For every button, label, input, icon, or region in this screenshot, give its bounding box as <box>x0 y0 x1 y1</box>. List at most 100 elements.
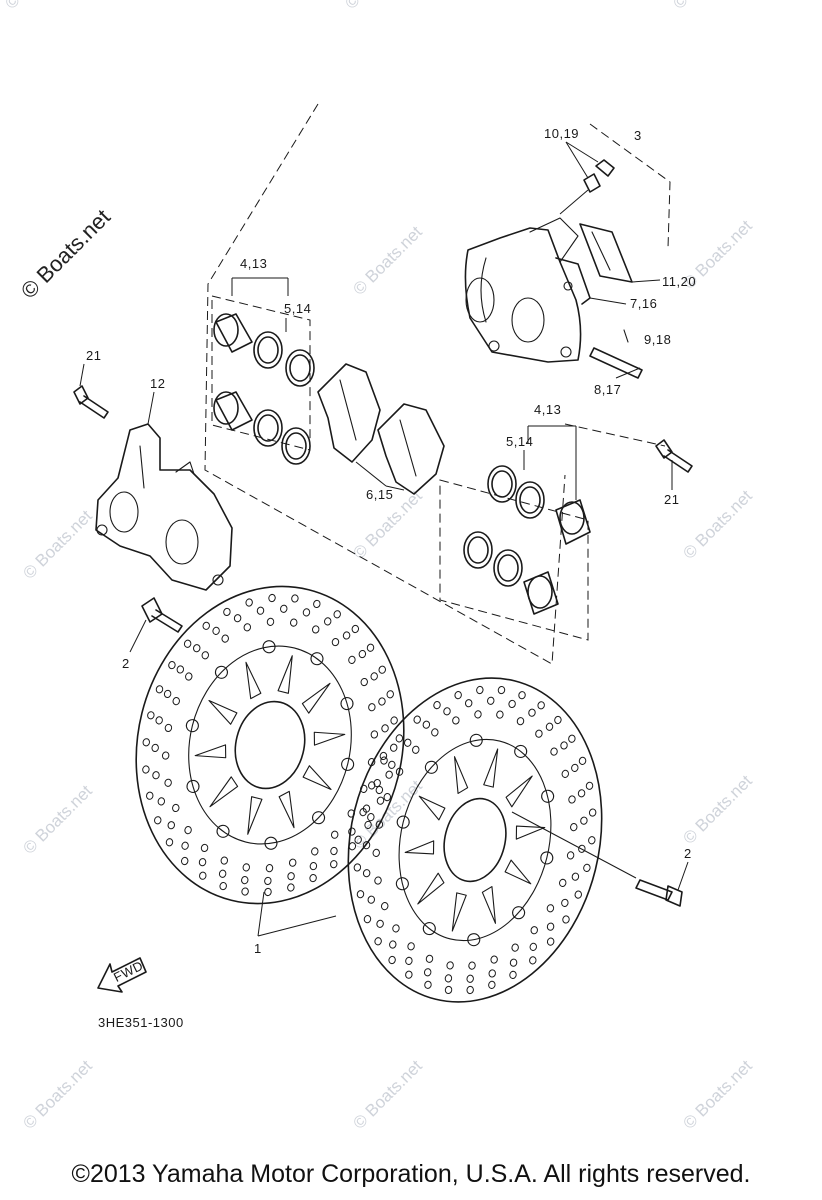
disc-hole <box>221 634 229 643</box>
bolt-21-right <box>655 439 693 490</box>
disc-hole <box>161 751 170 760</box>
disc-bolt-leader <box>511 811 637 879</box>
disc-hole <box>446 961 454 970</box>
disc-hole <box>367 895 376 904</box>
callout-21-left: 21 <box>86 348 101 363</box>
disc-rivet <box>424 760 438 774</box>
disc-hole <box>181 841 189 850</box>
pad-pin <box>589 329 643 379</box>
right-disc-holes <box>353 685 597 995</box>
disc-hole <box>185 672 193 681</box>
disc-hole <box>571 763 579 772</box>
disc-hole <box>367 813 375 822</box>
callout-3: 3 <box>634 128 642 143</box>
watermark-tile: © Boats.net <box>1 0 78 13</box>
disc-hole <box>201 651 210 660</box>
disc-hole <box>266 617 275 626</box>
disc-hole <box>509 970 517 979</box>
disc-hole <box>529 956 537 965</box>
disc-hole <box>566 851 575 860</box>
disc-hole <box>243 623 252 632</box>
disc-hole <box>331 637 340 647</box>
right-disc-spokes <box>395 733 555 947</box>
disc-hole <box>395 767 404 776</box>
disc-hole <box>412 745 420 754</box>
disc-hole <box>356 890 365 899</box>
disc-hole <box>256 606 265 615</box>
disc-hole <box>389 743 398 752</box>
disc-hole <box>359 808 367 817</box>
disc-hole <box>151 743 159 752</box>
disc-hole <box>363 915 372 924</box>
disc-leader <box>257 891 337 937</box>
disc-hole <box>378 697 386 706</box>
disc-hole <box>386 690 394 699</box>
callout-21-right: 21 <box>664 492 679 507</box>
disc-hole <box>200 843 209 853</box>
disc-hole <box>330 846 338 856</box>
disc-hole <box>588 808 597 817</box>
watermark-tile: © Boats.net <box>19 1056 96 1133</box>
disc-hole <box>407 942 415 951</box>
disc-hole <box>354 835 362 844</box>
disc-hole <box>309 862 318 871</box>
disc-spoke-window <box>515 825 546 840</box>
disc-hole <box>474 710 482 719</box>
disc-spoke-window <box>451 892 467 932</box>
disc-rivet <box>185 719 199 733</box>
callout-6-15: 6,15 <box>366 487 393 502</box>
disc-hole <box>358 649 367 659</box>
disc-hole <box>443 707 451 716</box>
disc-hole <box>323 617 332 626</box>
disc-hole <box>545 722 554 731</box>
disc-hole <box>289 618 298 627</box>
disc-hole <box>241 887 249 896</box>
disc-hole <box>155 716 163 725</box>
disc-hole <box>389 940 397 949</box>
disc-spoke-window <box>404 840 435 855</box>
disc-hole <box>388 955 396 965</box>
disc-hole <box>422 720 431 729</box>
disc-hole <box>574 890 582 899</box>
disc-spoke-window <box>278 790 295 829</box>
disc-hole <box>212 626 220 635</box>
callout-10-19: 10,19 <box>544 126 579 141</box>
disc-rivet <box>514 744 528 758</box>
callout-9-18: 9,18 <box>644 332 671 347</box>
disc-hole <box>368 703 376 712</box>
disc-hole <box>368 781 376 790</box>
left-caliper <box>95 391 233 591</box>
disc-hole <box>487 696 495 705</box>
disc-hole <box>376 796 385 805</box>
disc-hole <box>167 821 175 830</box>
disc-hole <box>374 876 382 885</box>
disc-hole <box>390 716 398 725</box>
disc-hole <box>546 904 555 913</box>
callout-2-right: 2 <box>684 846 692 861</box>
right-piston-kit <box>463 425 591 615</box>
disc-hole <box>509 958 518 967</box>
disc-spoke-window <box>208 699 238 725</box>
disc-hole <box>570 823 578 832</box>
disc-hole <box>199 871 207 880</box>
disc-hole <box>163 689 172 698</box>
disc-hole <box>333 610 341 619</box>
disc-hole <box>311 625 320 634</box>
disc-hole <box>155 685 164 694</box>
disc-spoke-window <box>247 796 263 835</box>
left-piston-kit <box>213 277 315 465</box>
disc-hole <box>378 665 386 674</box>
left-brake-disc <box>135 585 405 905</box>
disc-rivet <box>467 933 481 947</box>
disc-hole <box>578 756 587 765</box>
disc-hole <box>464 699 473 708</box>
disc-spoke-window <box>302 765 332 791</box>
left-disc-holes <box>142 593 398 897</box>
disc-hole <box>433 701 441 710</box>
disc-hole <box>245 598 253 607</box>
disc-hole <box>444 974 453 983</box>
disc-hole <box>546 922 555 931</box>
watermark-layer: © Boats.net© Boats.net© Boats.net© Boats… <box>1 0 756 1133</box>
disc-hole <box>309 873 317 883</box>
disc-hole <box>223 607 231 617</box>
